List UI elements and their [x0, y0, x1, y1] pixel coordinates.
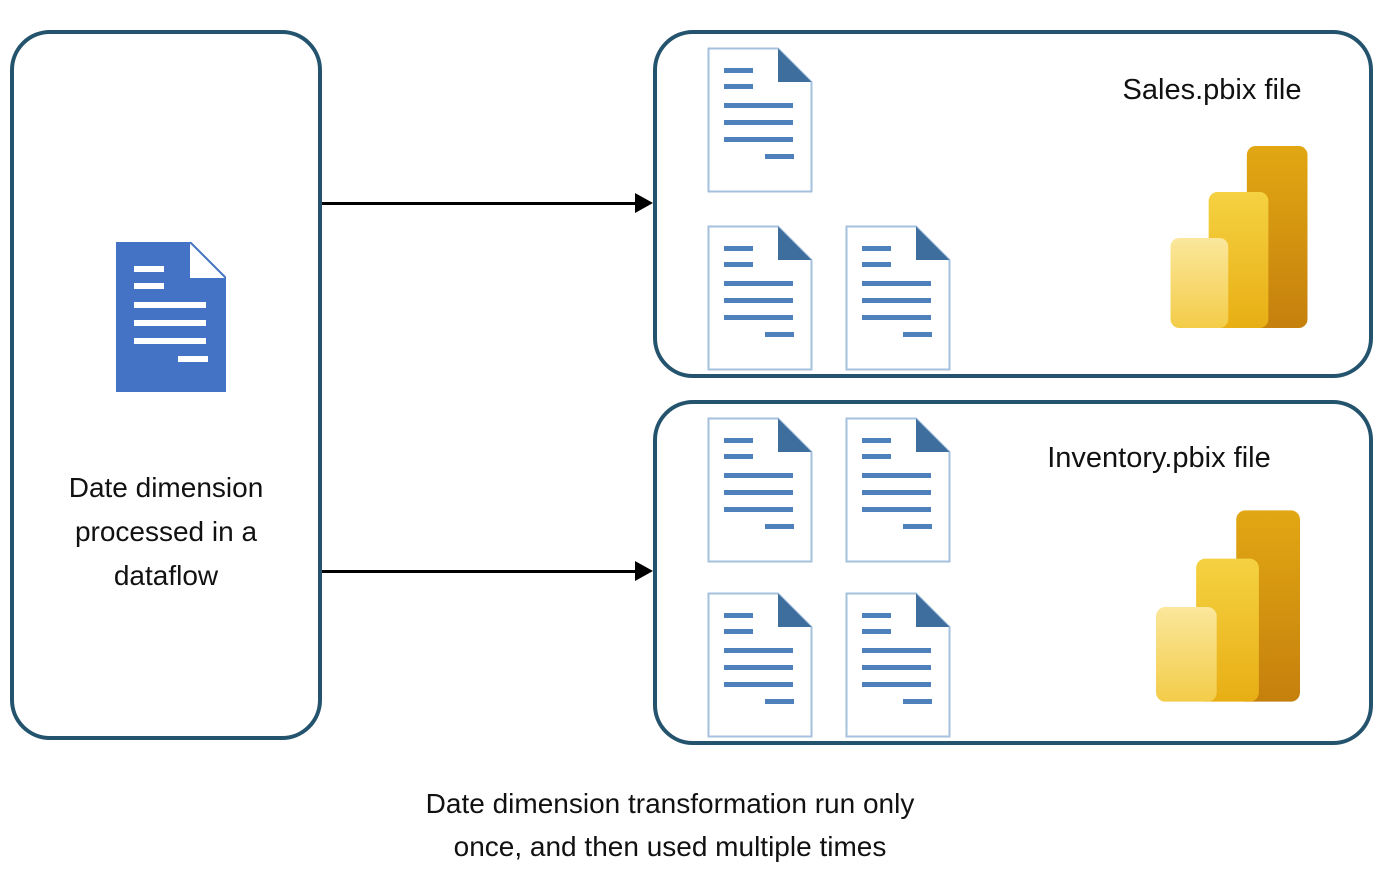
inventory-pbix-box: Inventory.pbix file — [653, 400, 1373, 745]
dataflow-box: Date dimension processed in a dataflow — [10, 30, 322, 740]
arrow-to-sales-icon — [322, 193, 653, 213]
powerbi-logo-icon — [1169, 146, 1309, 328]
caption-line: once, and then used multiple times — [453, 831, 887, 862]
powerbi-bars — [1170, 146, 1308, 328]
arrow-to-inventory-icon — [322, 561, 653, 581]
document-icon — [707, 47, 813, 193]
caption-line: Date dimension transformation run only — [425, 788, 915, 819]
document-icon — [845, 417, 951, 563]
sales-box-title: Sales.pbix file — [1122, 74, 1302, 106]
inventory-box-title: Inventory.pbix file — [1047, 442, 1271, 474]
dataflow-label: Date dimension processed in a dataflow — [68, 472, 264, 591]
document-grid — [707, 47, 951, 371]
sales-pbix-box: Sales.pbix file — [653, 30, 1373, 378]
arrow-shaft — [322, 201, 635, 205]
arrow-shaft — [322, 569, 635, 573]
arrow-head — [635, 193, 653, 213]
document-icon — [845, 225, 951, 371]
document-icon — [707, 592, 813, 738]
document-icon — [707, 417, 813, 563]
document-blue-icon — [116, 241, 227, 392]
document-icon — [707, 225, 813, 371]
document-icon — [845, 592, 951, 738]
powerbi-logo-icon — [1156, 509, 1300, 703]
arrow-head — [635, 561, 653, 581]
caption: Date dimension transformation run only o… — [340, 782, 1000, 868]
powerbi-bars — [1156, 510, 1300, 702]
document-grid — [707, 417, 951, 738]
